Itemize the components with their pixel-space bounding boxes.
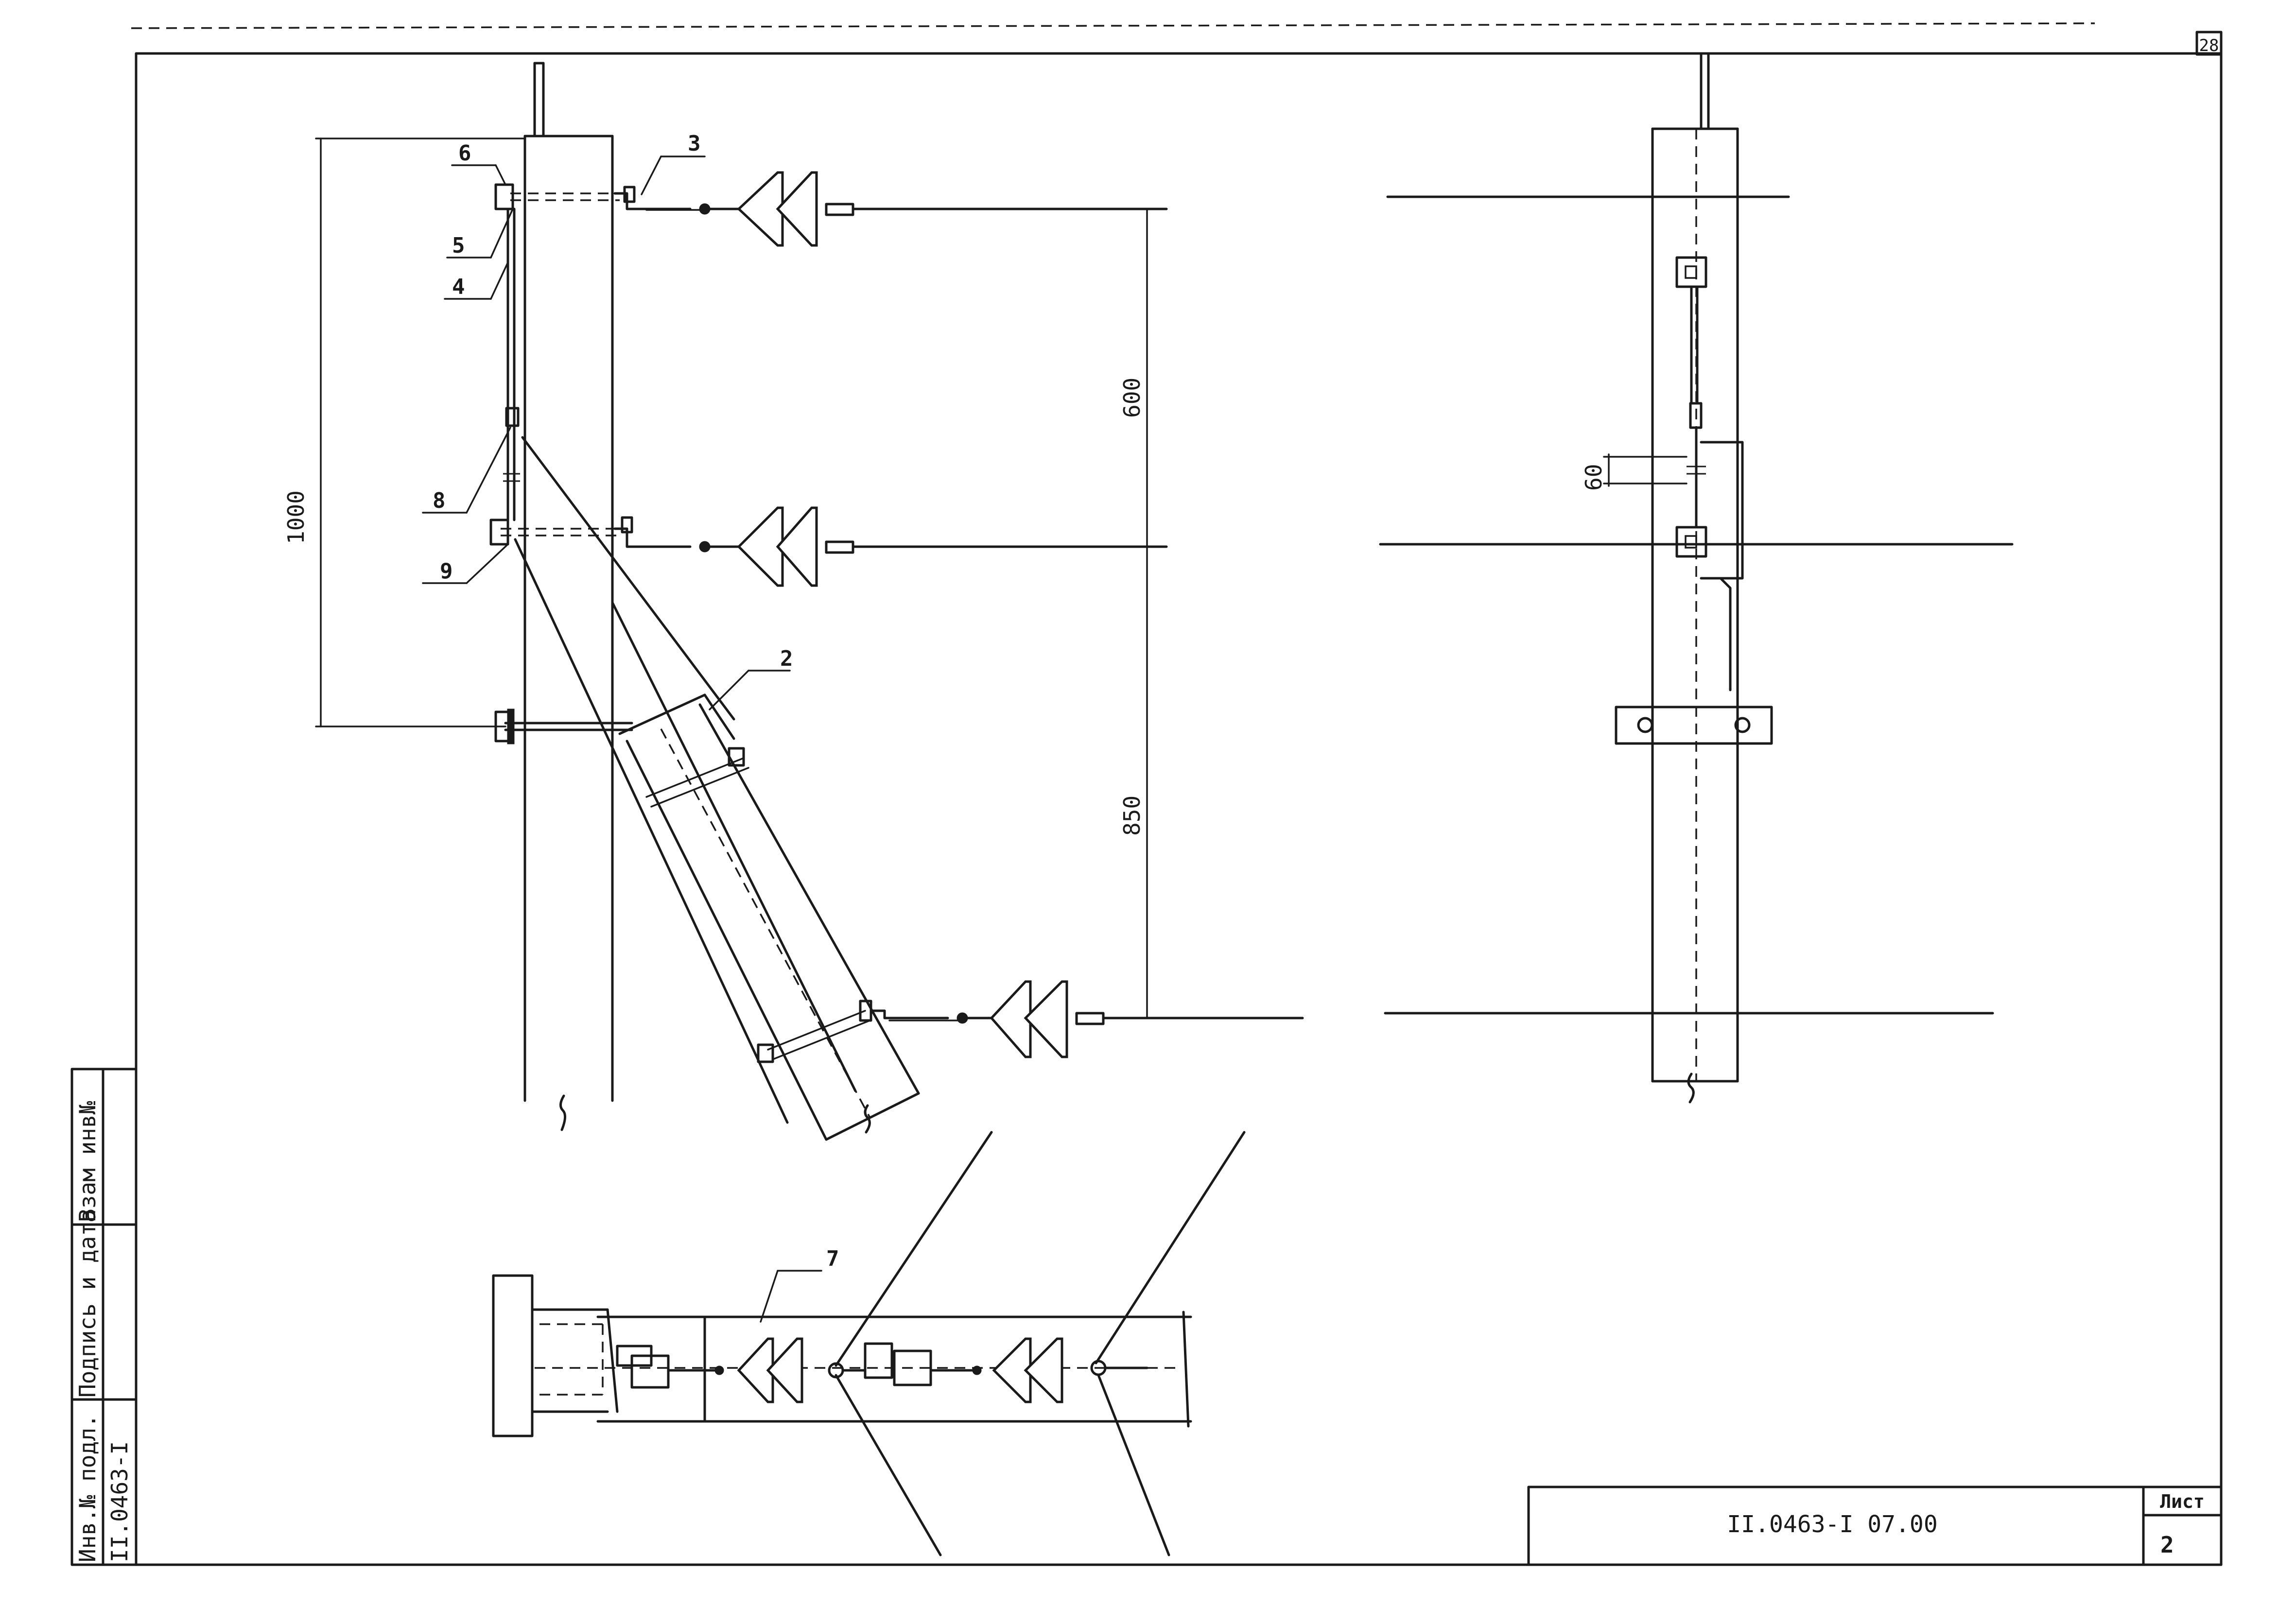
insulator-string-bottom — [859, 980, 1304, 1058]
callout-4: 4 — [452, 275, 465, 299]
callout-9: 9 — [440, 559, 453, 584]
document-code: II.0463-I 07.00 — [1727, 1511, 1937, 1538]
side-view: 60 — [1379, 52, 2014, 1104]
dimension-60: 60 — [1581, 464, 1607, 491]
dimension-850: 850 — [1119, 795, 1145, 836]
stamp-inv-value: II.0463-I — [106, 1441, 133, 1562]
insulator-string-top — [613, 171, 1168, 247]
pole-break-mark — [559, 1094, 566, 1131]
insulator-string-middle — [613, 506, 1168, 587]
callout-5: 5 — [452, 233, 465, 258]
callout-6: 6 — [458, 141, 471, 166]
callout-7: 7 — [826, 1246, 839, 1271]
callout-2: 2 — [780, 646, 793, 671]
bracket-brace — [521, 436, 735, 721]
sheet-corner-number: 28 — [2199, 36, 2219, 55]
sheet-number: 2 — [2160, 1532, 2174, 1558]
side-stamp: Инв.№ подл. Подпись и дата Взам инв№ II.… — [70, 1068, 138, 1566]
plan-view — [492, 1131, 1246, 1556]
callout-8: 8 — [433, 488, 446, 513]
dimension-600: 600 — [1119, 378, 1145, 418]
stamp-replace-label: Взам инв№ — [74, 1101, 101, 1222]
drawing-frame: 28 — [131, 22, 2223, 1566]
stamp-inv-label: Инв.№ подл. — [74, 1414, 101, 1562]
sheet-label: Лист — [2160, 1491, 2205, 1512]
callout-leaders — [422, 156, 822, 1323]
front-view: 1000 600 850 6 5 4 3 8 9 2 7 — [283, 62, 1304, 1323]
sloped-crossarm — [618, 693, 920, 1141]
dimension-1000: 1000 — [283, 490, 309, 544]
dimension-lines: 1000 600 850 — [283, 138, 1158, 1019]
stamp-sign-label: Подпись и дата — [74, 1209, 101, 1398]
title-block: II.0463-I 07.00 Лист 2 — [1527, 1486, 2223, 1566]
callout-3: 3 — [688, 131, 701, 156]
